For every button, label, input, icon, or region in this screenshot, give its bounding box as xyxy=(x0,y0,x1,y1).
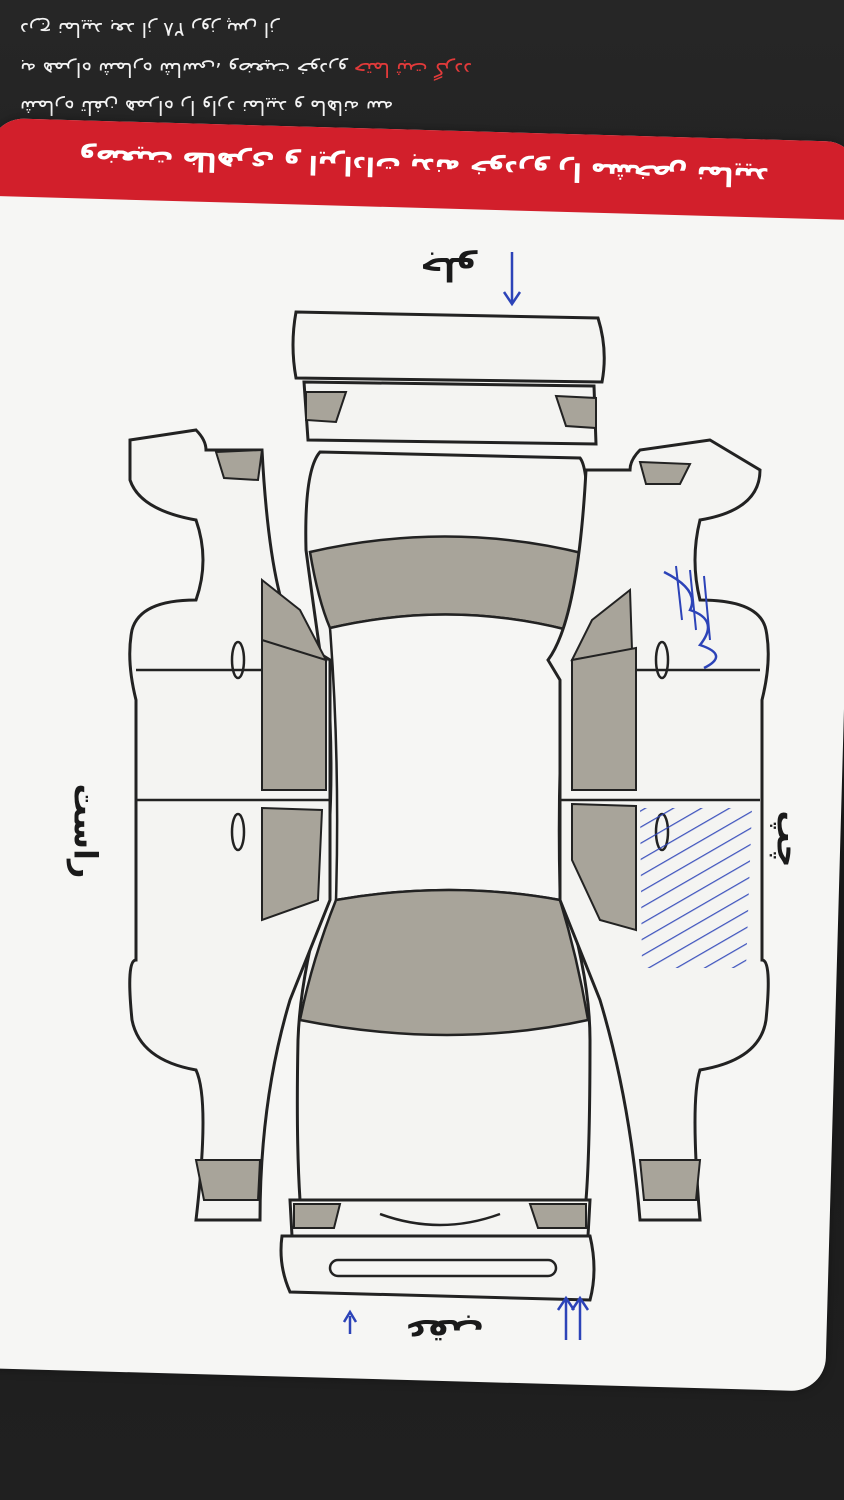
right-side-panel xyxy=(128,428,332,1222)
rear-windshield xyxy=(298,888,590,1037)
label-left-side: چپ xyxy=(769,810,808,868)
roof xyxy=(328,613,570,902)
pen-arrow-rear-left xyxy=(342,1309,358,1334)
front-bumper xyxy=(291,310,606,446)
label-rear: عقب xyxy=(405,1312,484,1350)
pen-arrow-front xyxy=(502,252,522,307)
pen-hatching-left-rear-door xyxy=(640,808,752,968)
pen-scribble-left-rear-fender xyxy=(663,565,718,670)
car-body xyxy=(295,450,592,1202)
label-right-side: راست xyxy=(66,783,105,879)
label-front: جلو xyxy=(420,250,477,288)
rear-bumper xyxy=(279,1198,596,1302)
pen-arrow-rear-right xyxy=(556,1295,590,1340)
